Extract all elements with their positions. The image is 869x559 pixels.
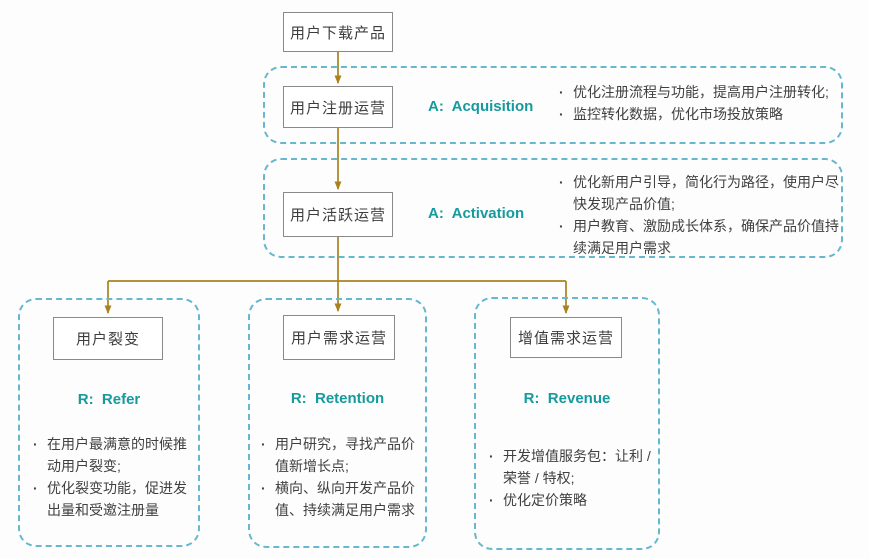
bullet-item: 监控转化数据，优化市场投放策略 — [556, 103, 843, 125]
node-user-download: 用户下载产品 — [283, 12, 393, 52]
revenue-label: R: Revenue — [523, 390, 611, 407]
revenue-bullets: 开发增值服务包：让利 / 荣誉 / 特权; 优化定价策略 — [486, 445, 652, 511]
refer-label: R: Refer — [77, 391, 141, 408]
bullet-item: 优化注册流程与功能，提高用户注册转化; — [556, 81, 843, 103]
retention-label: R: Retention — [290, 390, 385, 407]
node-user-demand: 用户需求运营 — [283, 315, 395, 360]
node-user-fission: 用户裂变 — [53, 317, 163, 360]
revenue-container — [474, 297, 660, 550]
bullet-item: 优化新用户引导，简化行为路径，使用户尽快发现产品价值; — [556, 171, 846, 215]
activation-bullets: 优化新用户引导，简化行为路径，使用户尽快发现产品价值; 用户教育、激励成长体系，… — [556, 171, 846, 259]
acquisition-bullets: 优化注册流程与功能，提高用户注册转化; 监控转化数据，优化市场投放策略 — [556, 81, 843, 125]
activation-label: A: Activation — [428, 205, 525, 222]
node-user-register: 用户注册运营 — [283, 86, 393, 128]
refer-container — [18, 298, 200, 547]
node-user-active: 用户活跃运营 — [283, 192, 393, 237]
bullet-item: 用户研究，寻找产品价值新增长点; — [258, 433, 422, 477]
node-value-added-demand: 增值需求运营 — [510, 317, 622, 358]
bullet-item: 用户教育、激励成长体系，确保产品价值持续满足用户需求 — [556, 215, 846, 259]
bullet-item: 在用户最满意的时候推动用户裂变; — [30, 433, 190, 477]
retention-container — [248, 298, 427, 548]
refer-bullets: 在用户最满意的时候推动用户裂变; 优化裂变功能，促进发出量和受邀注册量 — [30, 433, 190, 521]
bullet-item: 优化定价策略 — [486, 489, 652, 511]
bullet-item: 开发增值服务包：让利 / 荣誉 / 特权; — [486, 445, 652, 489]
bullet-item: 优化裂变功能，促进发出量和受邀注册量 — [30, 477, 190, 521]
acquisition-label: A: Acquisition — [428, 98, 534, 115]
retention-bullets: 用户研究，寻找产品价值新增长点; 横向、纵向开发产品价值、持续满足用户需求 — [258, 433, 422, 521]
bullet-item: 横向、纵向开发产品价值、持续满足用户需求 — [258, 477, 422, 521]
